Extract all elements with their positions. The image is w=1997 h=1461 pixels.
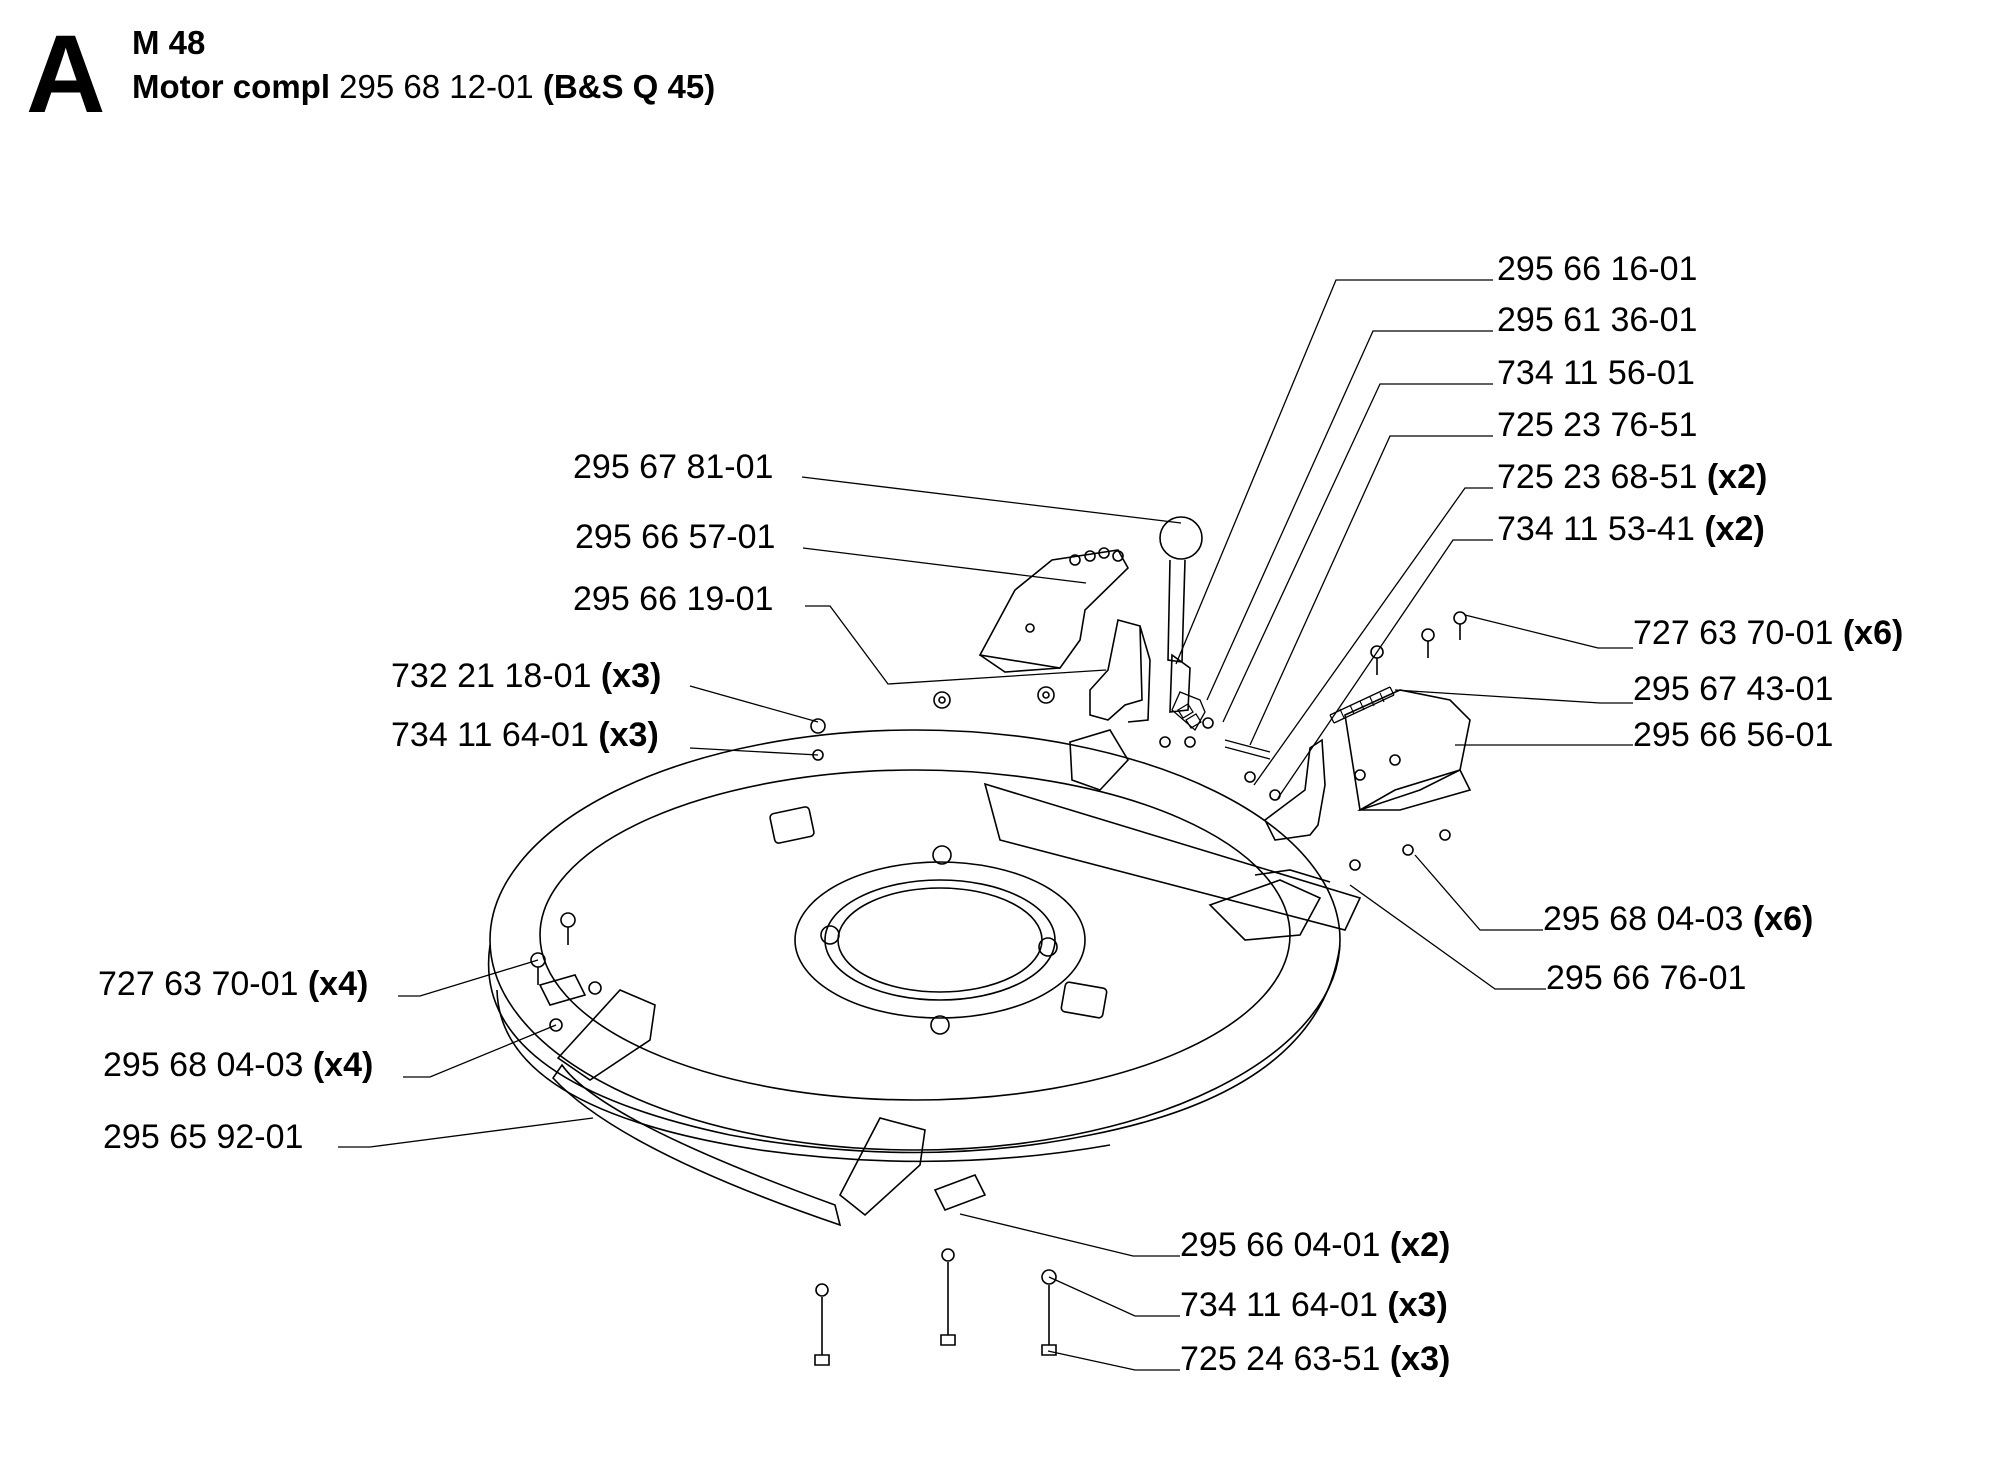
section-letter: A (26, 13, 106, 136)
callout-727-63-70-01-x4: 727 63 70-01 (x4) (98, 965, 369, 1003)
callout-725-23-68-51: 725 23 68-51 (x2) (1497, 458, 1768, 496)
callout-295-68-04-03-x6: 295 68 04-03 (x6) (1543, 900, 1814, 938)
right-bracket-assembly (1263, 611, 1472, 871)
assembly-title: Motor compl 295 68 12-01 (B&S Q 45) (132, 68, 716, 105)
callout-295-67-43-01: 295 67 43-01 (1633, 670, 1834, 708)
callout-295-66-19-01: 295 66 19-01 (573, 580, 774, 618)
callout-725-24-63-51: 725 24 63-51 (x3) (1180, 1340, 1451, 1378)
callout-295-61-36-01: 295 61 36-01 (1497, 301, 1698, 339)
callout-295-66-56-01: 295 66 56-01 (1633, 716, 1834, 754)
callout-734-11-53-41: 734 11 53-41 (x2) (1497, 510, 1765, 548)
callout-734-11-64-01-bottom: 734 11 64-01 (x3) (1180, 1286, 1448, 1324)
callout-732-21-18-01: 732 21 18-01 (x3) (391, 657, 662, 695)
engine-label: (B&S Q 45) (542, 68, 716, 105)
cutter-deck (487, 729, 1362, 1227)
callout-727-63-70-01-x6: 727 63 70-01 (x6) (1633, 614, 1904, 652)
callout-295-66-04-01: 295 66 04-01 (x2) (1180, 1226, 1451, 1264)
callout-734-11-56-01: 734 11 56-01 (1497, 354, 1695, 392)
callout-295-66-76-01: 295 66 76-01 (1546, 959, 1747, 997)
model-title: M 48 (132, 24, 206, 61)
callout-295-66-57-01: 295 66 57-01 (575, 518, 776, 556)
height-adjust-mechanism (978, 516, 1281, 801)
assembly-number: 295 68 12-01 (339, 68, 534, 105)
callout-295-67-81-01: 295 67 81-01 (573, 448, 774, 486)
callout-295-66-16-01: 295 66 16-01 (1497, 250, 1698, 288)
callout-295-68-04-03-x4: 295 68 04-03 (x4) (103, 1046, 374, 1084)
callout-734-11-64-01-top: 734 11 64-01 (x3) (391, 716, 659, 754)
leader-lines (338, 279, 1633, 1371)
callout-725-23-76-51: 725 23 76-51 (1497, 406, 1698, 444)
fasteners (530, 686, 1057, 1366)
callout-295-65-92-01: 295 65 92-01 (103, 1118, 304, 1156)
